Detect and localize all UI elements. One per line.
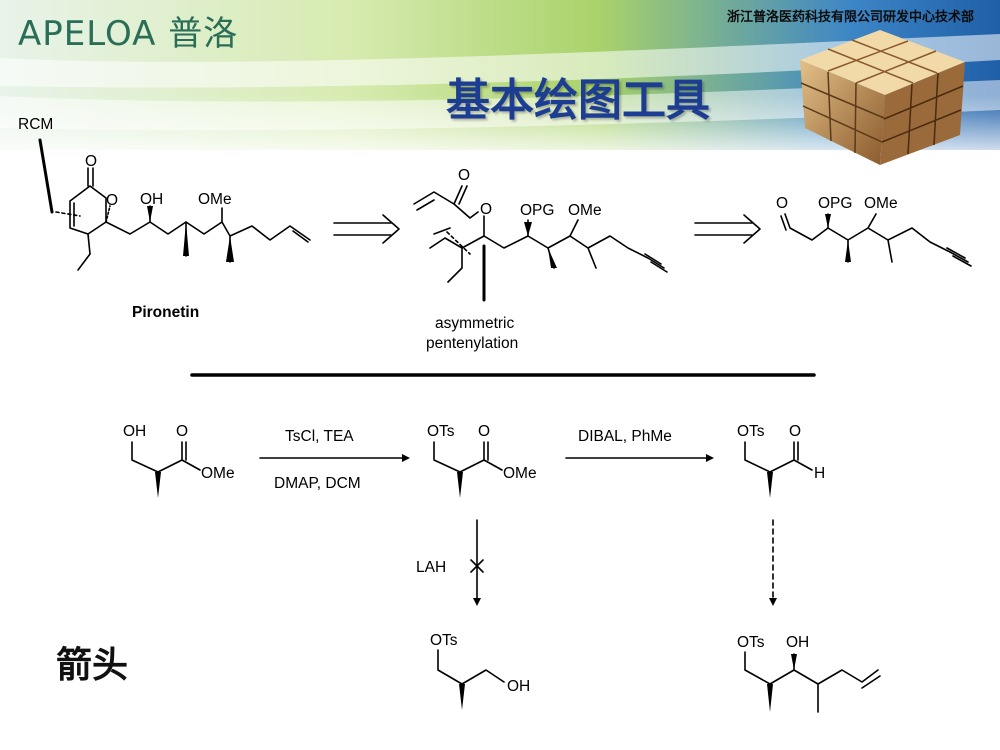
reagents-top-2: DIBAL, PhMe [578,428,672,445]
tosylate-ester-structure [433,441,503,473]
reaction-arrow-2 [565,454,714,462]
ester-o-label: O [480,201,492,218]
rcm-label: RCM [18,116,53,133]
intermediate-ome-label: OMe [568,202,602,219]
retro-arrow-1 [333,214,400,244]
compound-c-h-label: H [814,465,825,482]
failed-reaction-arrow [470,519,484,606]
compound-b-ome-label: OMe [503,465,537,482]
pironetin-oh-label: OH [140,191,163,208]
compound-e-oh-label: OH [786,634,809,651]
pironetin-ome-label: OMe [198,191,232,208]
ring-o-label: O [106,192,118,209]
compound-a-ome-label: OMe [201,465,235,482]
pironetin-structure [38,138,311,271]
aldehyde-o-label: O [776,195,788,212]
compound-a-oh-label: OH [123,423,146,440]
page-title: 基本绘图工具 [446,75,710,126]
intermediate-opg-label: OPG [520,202,554,219]
cube-decoration [800,30,965,165]
aldehyde-structure [780,213,972,267]
aldehyde-ome-label: OMe [864,195,898,212]
compound-a-o-label: O [176,423,188,440]
company-name: 浙江普洛医药科技有限公司研发中心技术部 [726,10,974,25]
compound-c-o-label: O [789,423,801,440]
reagents-bottom-1: DMAP, DCM [274,475,361,492]
retro-arrow-2 [694,214,761,244]
lah-label: LAH [416,559,446,576]
compound-d-ots-label: OTs [430,632,458,649]
reaction-arrow-1 [259,454,410,462]
homoallylic-alcohol-structure [744,651,881,713]
logo: APELOA 普洛 [18,14,239,54]
lactone-o-label: O [85,153,97,170]
section-heading: 箭头 [56,645,129,686]
pironetin-label: Pironetin [132,304,199,321]
acrylate-o-label: O [458,167,470,184]
compound-b-o-label: O [478,423,490,440]
reagents-top-1: TsCl, TEA [285,428,354,445]
tosylate-aldehyde-structure [744,441,813,473]
annotation-line2: pentenylation [426,335,518,352]
compound-e-ots-label: OTs [737,634,765,651]
annotation-line1: asymmetric [435,315,514,332]
tosylate-alcohol-structure [437,649,505,685]
compound-d-oh-label: OH [507,678,530,695]
aldehyde-opg-label: OPG [818,195,852,212]
compound-c-ots-label: OTs [737,423,765,440]
dashed-arrow [769,519,777,606]
compound-b-ots-label: OTs [427,423,455,440]
hydroxy-ester-structure [131,441,201,473]
